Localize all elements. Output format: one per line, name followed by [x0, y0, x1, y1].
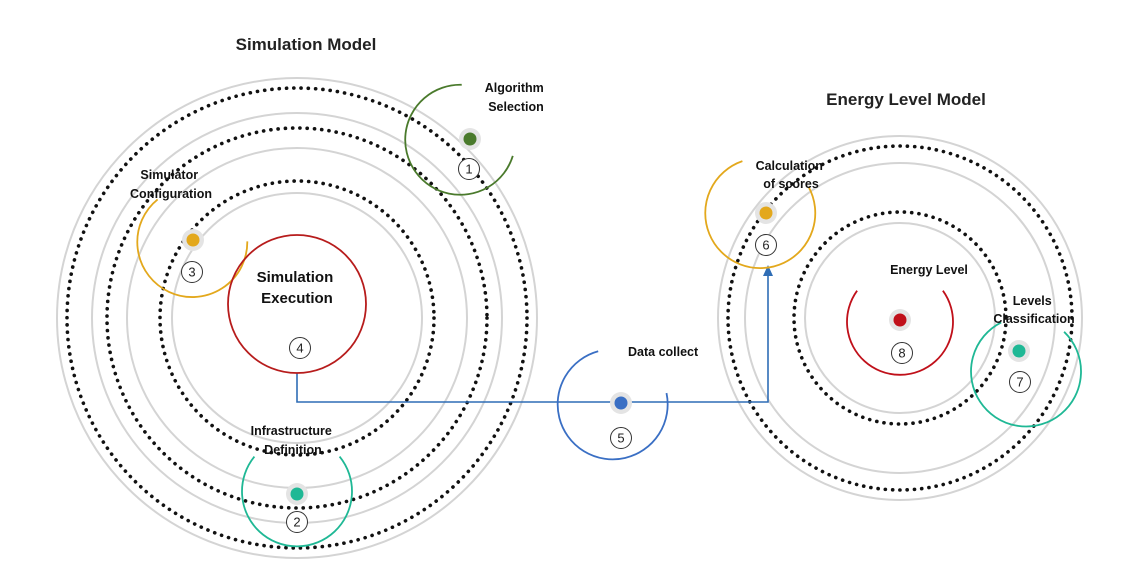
step-5-number: 5	[617, 431, 624, 446]
svg-text:Levels Classification: Levels Classification	[993, 294, 1074, 326]
step-8-energy-level[interactable]: 8 Energy Level	[846, 263, 968, 376]
step-7-label-line-2: Classification	[993, 312, 1074, 326]
step-7-marker	[1012, 344, 1026, 358]
step-7-levels-classification[interactable]: 7 Levels Classification	[970, 294, 1082, 428]
step-7-number-badge	[1009, 371, 1031, 393]
energy-model-title: Energy Level Model	[826, 90, 986, 109]
step-6-calculation-of-scores[interactable]: 6 Calculation of scores	[704, 159, 827, 269]
step-2-infrastructure-definition[interactable]: 2 Infrastructure Definition	[241, 424, 353, 548]
step-1-number-badge	[458, 158, 480, 180]
step-3-number-badge	[181, 261, 203, 283]
energy-model-rings	[717, 135, 1083, 501]
step-6-label-line-2: of scores	[763, 177, 819, 191]
step-1-label-line-2: Selection	[488, 100, 544, 114]
step-1-label-line-1: Algorithm	[485, 81, 544, 95]
step-5-marker	[614, 396, 628, 410]
step-5-number-badge	[610, 427, 632, 449]
svg-text:Infrastructure Definitio: Infrastructure Definition	[251, 424, 336, 457]
step-3-marker	[186, 233, 200, 247]
step-4-simulation-execution[interactable]: 4 Simulation Execution	[227, 234, 367, 374]
step-6-label-line-1: Calculation	[756, 159, 823, 173]
step-4-number-badge	[289, 337, 311, 359]
step-7-number: 7	[1016, 375, 1023, 390]
step-3-simulator-configuration[interactable]: 3 Simulator Configuration	[130, 168, 249, 298]
step-5-label: Data collect	[628, 345, 699, 359]
step-1-number: 1	[465, 162, 472, 177]
svg-text:Algorithm Selection: Algorithm Selection	[485, 81, 548, 114]
step-8-marker	[893, 313, 907, 327]
step-3-number: 3	[188, 265, 195, 280]
step-8-number-badge	[891, 342, 913, 364]
step-3-label-line-1: Simulator	[140, 168, 198, 182]
simulation-model-title: Simulation Model	[236, 35, 377, 54]
step-2-label-line-1: Infrastructure	[251, 424, 332, 438]
step-2-number-badge	[286, 511, 308, 533]
step-2-number: 2	[293, 515, 300, 530]
step-3-label-line-2: Configuration	[130, 187, 212, 201]
step-1-marker	[463, 132, 477, 146]
step-1-algorithm-selection[interactable]: 1 Algorithm Selection	[404, 81, 548, 196]
step-6-number-badge	[755, 234, 777, 256]
step-5-data-collect[interactable]: 5 Data collect	[556, 345, 699, 461]
svg-text:Simulator Configuration: Simulator Configuration	[130, 168, 212, 201]
step-6-marker	[759, 206, 773, 220]
step-8-label: Energy Level	[890, 263, 968, 277]
step-4-number: 4	[296, 341, 303, 356]
step-6-number: 6	[762, 238, 769, 253]
step-2-marker	[290, 487, 304, 501]
svg-text:Calculation of scores: Calculation of scores	[756, 159, 827, 191]
data-flow-connector	[296, 265, 773, 403]
step-2-label-line-2: Definition	[264, 443, 322, 457]
step-7-label-line-1: Levels	[1013, 294, 1052, 308]
step-4-label-line-1: Simulation	[257, 269, 334, 286]
step-8-number: 8	[898, 346, 905, 361]
step-4-label-line-2: Execution	[261, 290, 333, 307]
svg-text:Simulation Execution: Simulation Execution	[257, 269, 338, 307]
